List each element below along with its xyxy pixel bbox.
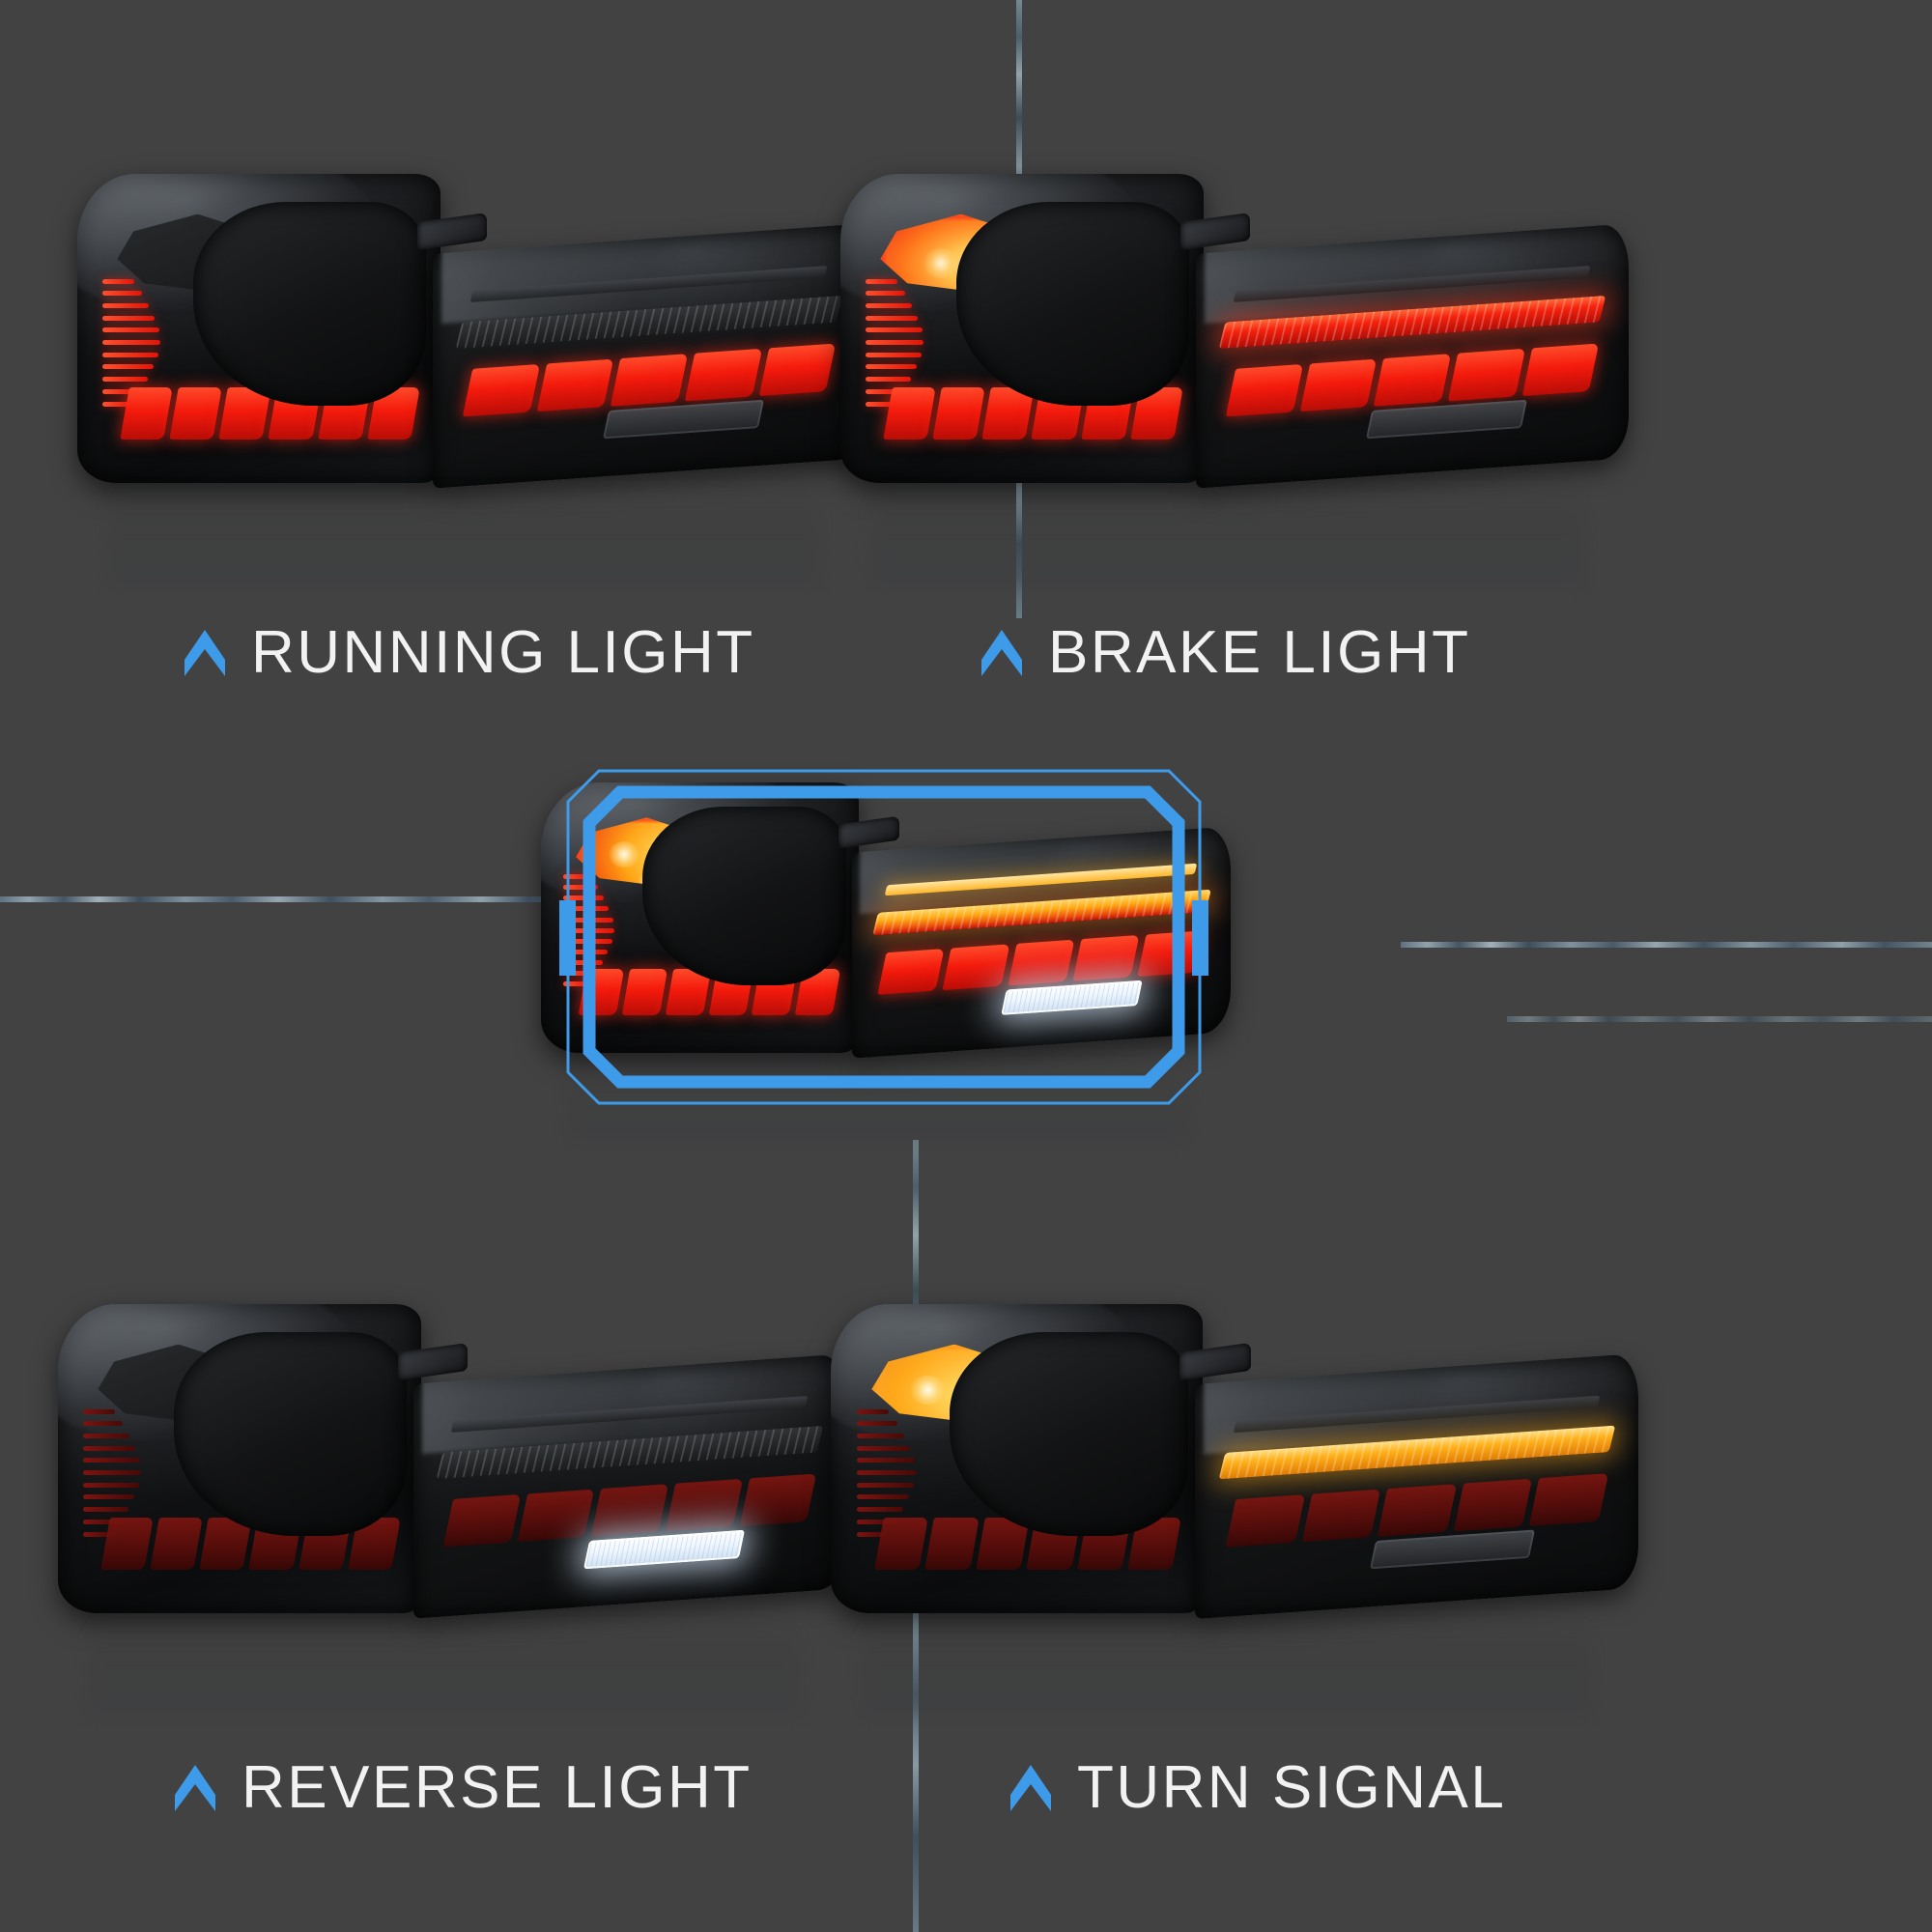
comb-fin-array [856, 1408, 917, 1546]
inner-lens [58, 1304, 421, 1613]
frame-outline-thin [566, 769, 1202, 1105]
light-bar [1218, 296, 1606, 349]
reverse-lamp [583, 1529, 746, 1570]
light-bar [1218, 1425, 1616, 1480]
caption-label: BRAKE LIGHT [1048, 619, 1471, 686]
divider-horizontal-right-2 [1507, 1016, 1932, 1022]
reverse-lamp [603, 399, 765, 440]
lamp-reflection [862, 1609, 1592, 1716]
upper-accent-bar [450, 1396, 810, 1434]
frame-tab-right [1192, 900, 1208, 976]
fin-array-outer [442, 1473, 817, 1547]
inner-lens [840, 174, 1204, 483]
outer-lens [1196, 223, 1629, 490]
frame-tab-left [559, 900, 576, 976]
fin-array-inner [120, 386, 420, 440]
outer-lens [433, 223, 866, 490]
fin-array-inner [874, 1517, 1182, 1571]
caption-running-light: RUNNING LIGHT [184, 623, 755, 683]
highlight-frame [559, 763, 1208, 1111]
panel-reverse-light[interactable]: REVERSE LIGHT [48, 1304, 898, 1845]
comb-fin-array [866, 278, 924, 415]
upper-accent-bar [469, 266, 829, 303]
tail-light-all-on [541, 782, 1231, 1143]
tail-light-brake [840, 174, 1629, 585]
panel-running-light[interactable]: RUNNING LIGHT [58, 174, 908, 715]
panel-all-functions[interactable] [541, 782, 1231, 1143]
caption-label: RUNNING LIGHT [251, 619, 755, 686]
lamp-reflection [871, 479, 1582, 585]
panel-turn-signal[interactable]: TURN SIGNAL [811, 1304, 1893, 1845]
fin-array-inner [883, 386, 1183, 440]
reverse-lamp [1369, 1529, 1536, 1570]
caption-turn-signal: TURN SIGNAL [1009, 1758, 1506, 1818]
caption-label: TURN SIGNAL [1077, 1754, 1507, 1821]
frame-outline-thick [582, 785, 1185, 1089]
upper-accent-bar [1233, 266, 1592, 303]
fin-array-outer [462, 343, 837, 416]
lamp-reflection [89, 1609, 800, 1716]
divider-horizontal-right [1401, 942, 1932, 948]
tail-light-turn [831, 1304, 1639, 1716]
inner-lens [77, 174, 440, 483]
chevron-up-icon [981, 630, 1022, 676]
fin-array-outer [1225, 1472, 1608, 1548]
chevron-up-icon [185, 630, 225, 676]
light-bar [455, 296, 843, 349]
chevron-up-icon [1010, 1765, 1051, 1811]
comb-fin-array [102, 278, 161, 415]
outer-lens [413, 1353, 846, 1620]
panel-brake-light[interactable]: BRAKE LIGHT [821, 174, 1884, 715]
upper-accent-bar [1233, 1396, 1601, 1434]
caption-brake-light: BRAKE LIGHT [980, 623, 1471, 683]
reverse-lamp [1366, 399, 1528, 440]
outer-lens [1195, 1353, 1639, 1620]
fin-array-inner [100, 1517, 401, 1571]
tail-light-running [77, 174, 866, 585]
comb-fin-array [83, 1408, 142, 1546]
tail-light-reverse [58, 1304, 846, 1716]
inner-lens [541, 782, 859, 1053]
light-bar [436, 1426, 824, 1479]
lamp-reflection [108, 479, 819, 585]
inner-lens [831, 1304, 1204, 1613]
caption-label: REVERSE LIGHT [242, 1754, 753, 1821]
fin-array-outer [1225, 343, 1600, 416]
caption-reverse-light: REVERSE LIGHT [174, 1758, 753, 1818]
divider-horizontal-left [0, 896, 580, 902]
chevron-up-icon [175, 1765, 215, 1811]
